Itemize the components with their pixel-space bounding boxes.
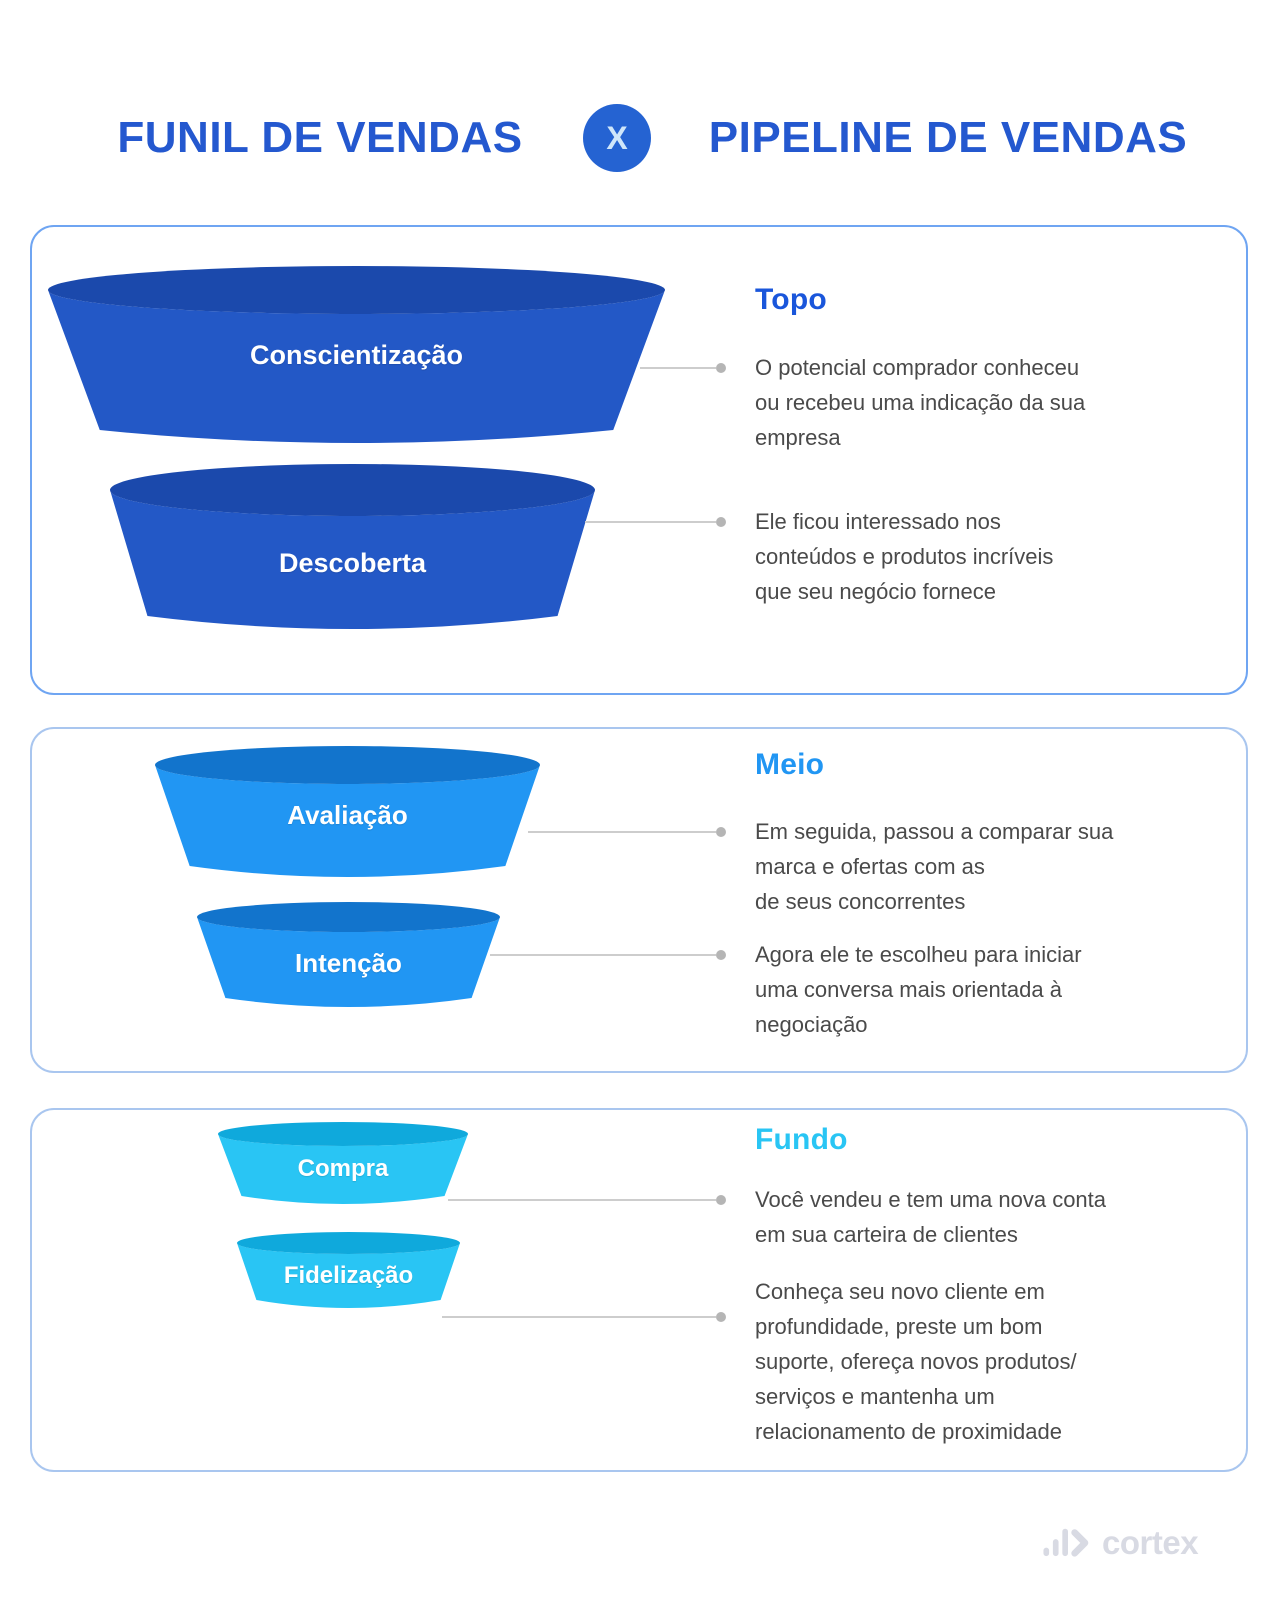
description-intencao: Agora ele te escolheu para iniciar uma c… xyxy=(755,942,1082,1037)
connector-avaliacao xyxy=(528,827,726,837)
connector-fidelizacao xyxy=(442,1312,726,1322)
description-descoberta: Ele ficou interessado nos conteúdos e pr… xyxy=(755,509,1054,604)
stage-label-descoberta: Descoberta xyxy=(278,548,427,578)
connector-dot xyxy=(716,1195,726,1205)
funnel-descoberta xyxy=(110,464,595,629)
connector-dot xyxy=(716,950,726,960)
description-compra: Você vendeu e tem uma nova conta em sua … xyxy=(755,1187,1107,1247)
heading-meio: Meio xyxy=(755,748,825,781)
stage-label-conscientizacao: Conscientização xyxy=(249,340,464,370)
stage-label-fidelizacao: Fidelização xyxy=(283,1262,414,1289)
heading-fundo: Fundo xyxy=(755,1123,848,1156)
description-fidelizacao: Conheça seu novo cliente em profundidade… xyxy=(755,1279,1077,1444)
stage-label-intencao: Intenção xyxy=(295,948,402,978)
funnel-fidelizacao xyxy=(237,1232,460,1308)
stage-label-compra: Compra xyxy=(297,1155,389,1182)
description-avaliacao: Em seguida, passou a comparar sua marca … xyxy=(755,819,1114,914)
heading-topo: Topo xyxy=(755,283,827,316)
connector-descoberta xyxy=(585,517,726,527)
cortex-bars-icon xyxy=(1043,1528,1089,1557)
funnel-compra xyxy=(218,1122,468,1204)
funnel-conscientizacao xyxy=(48,266,665,443)
brand-name: cortex xyxy=(1102,1524,1199,1561)
connector-dot xyxy=(716,1312,726,1322)
funnel-title: FUNIL DE VENDAS xyxy=(117,113,523,162)
brand-logo: cortex xyxy=(1042,1524,1199,1561)
connector-dot xyxy=(716,827,726,837)
stage-label-avaliacao: Avaliação xyxy=(287,800,408,830)
description-conscientizacao: O potencial comprador conheceu ou recebe… xyxy=(755,355,1086,450)
connector-compra xyxy=(448,1195,726,1205)
pipeline-title: PIPELINE DE VENDAS xyxy=(708,113,1188,162)
funnel-avaliacao xyxy=(155,746,540,877)
connector-dot xyxy=(716,517,726,527)
vs-label: X xyxy=(606,119,628,156)
connector-conscientizacao xyxy=(640,363,726,373)
funnel-intencao xyxy=(197,902,500,1007)
vs-badge: X xyxy=(583,104,651,172)
connector-dot xyxy=(716,363,726,373)
connector-intencao xyxy=(490,950,726,960)
